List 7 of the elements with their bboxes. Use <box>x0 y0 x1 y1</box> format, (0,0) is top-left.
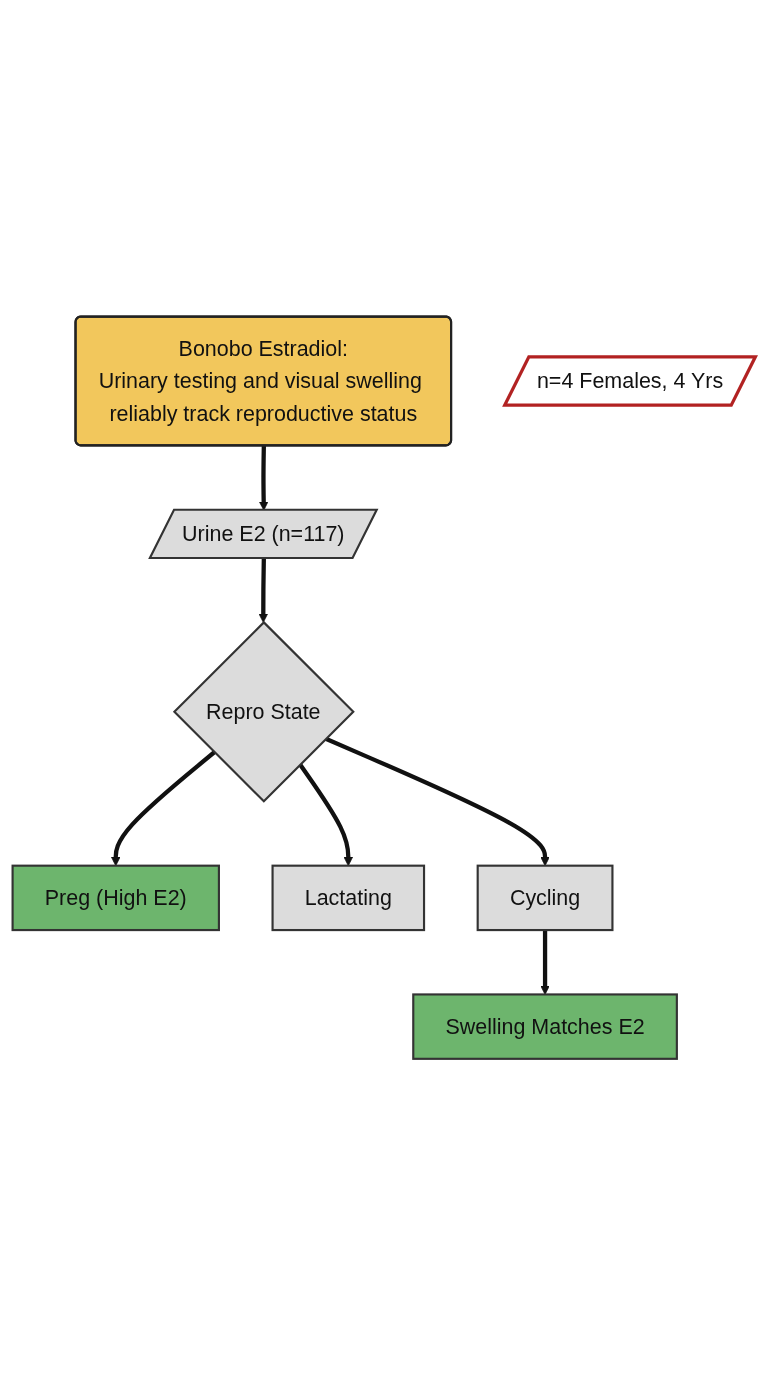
arrow <box>258 558 268 624</box>
node-box: Preg (High E2) <box>11 864 220 932</box>
node-box: Swelling Matches E2 <box>412 993 678 1061</box>
node-box: Lactating <box>271 864 426 932</box>
node-box: Cycling <box>476 864 614 932</box>
node-diamond: Repro State <box>172 621 355 804</box>
arrow <box>259 446 269 511</box>
